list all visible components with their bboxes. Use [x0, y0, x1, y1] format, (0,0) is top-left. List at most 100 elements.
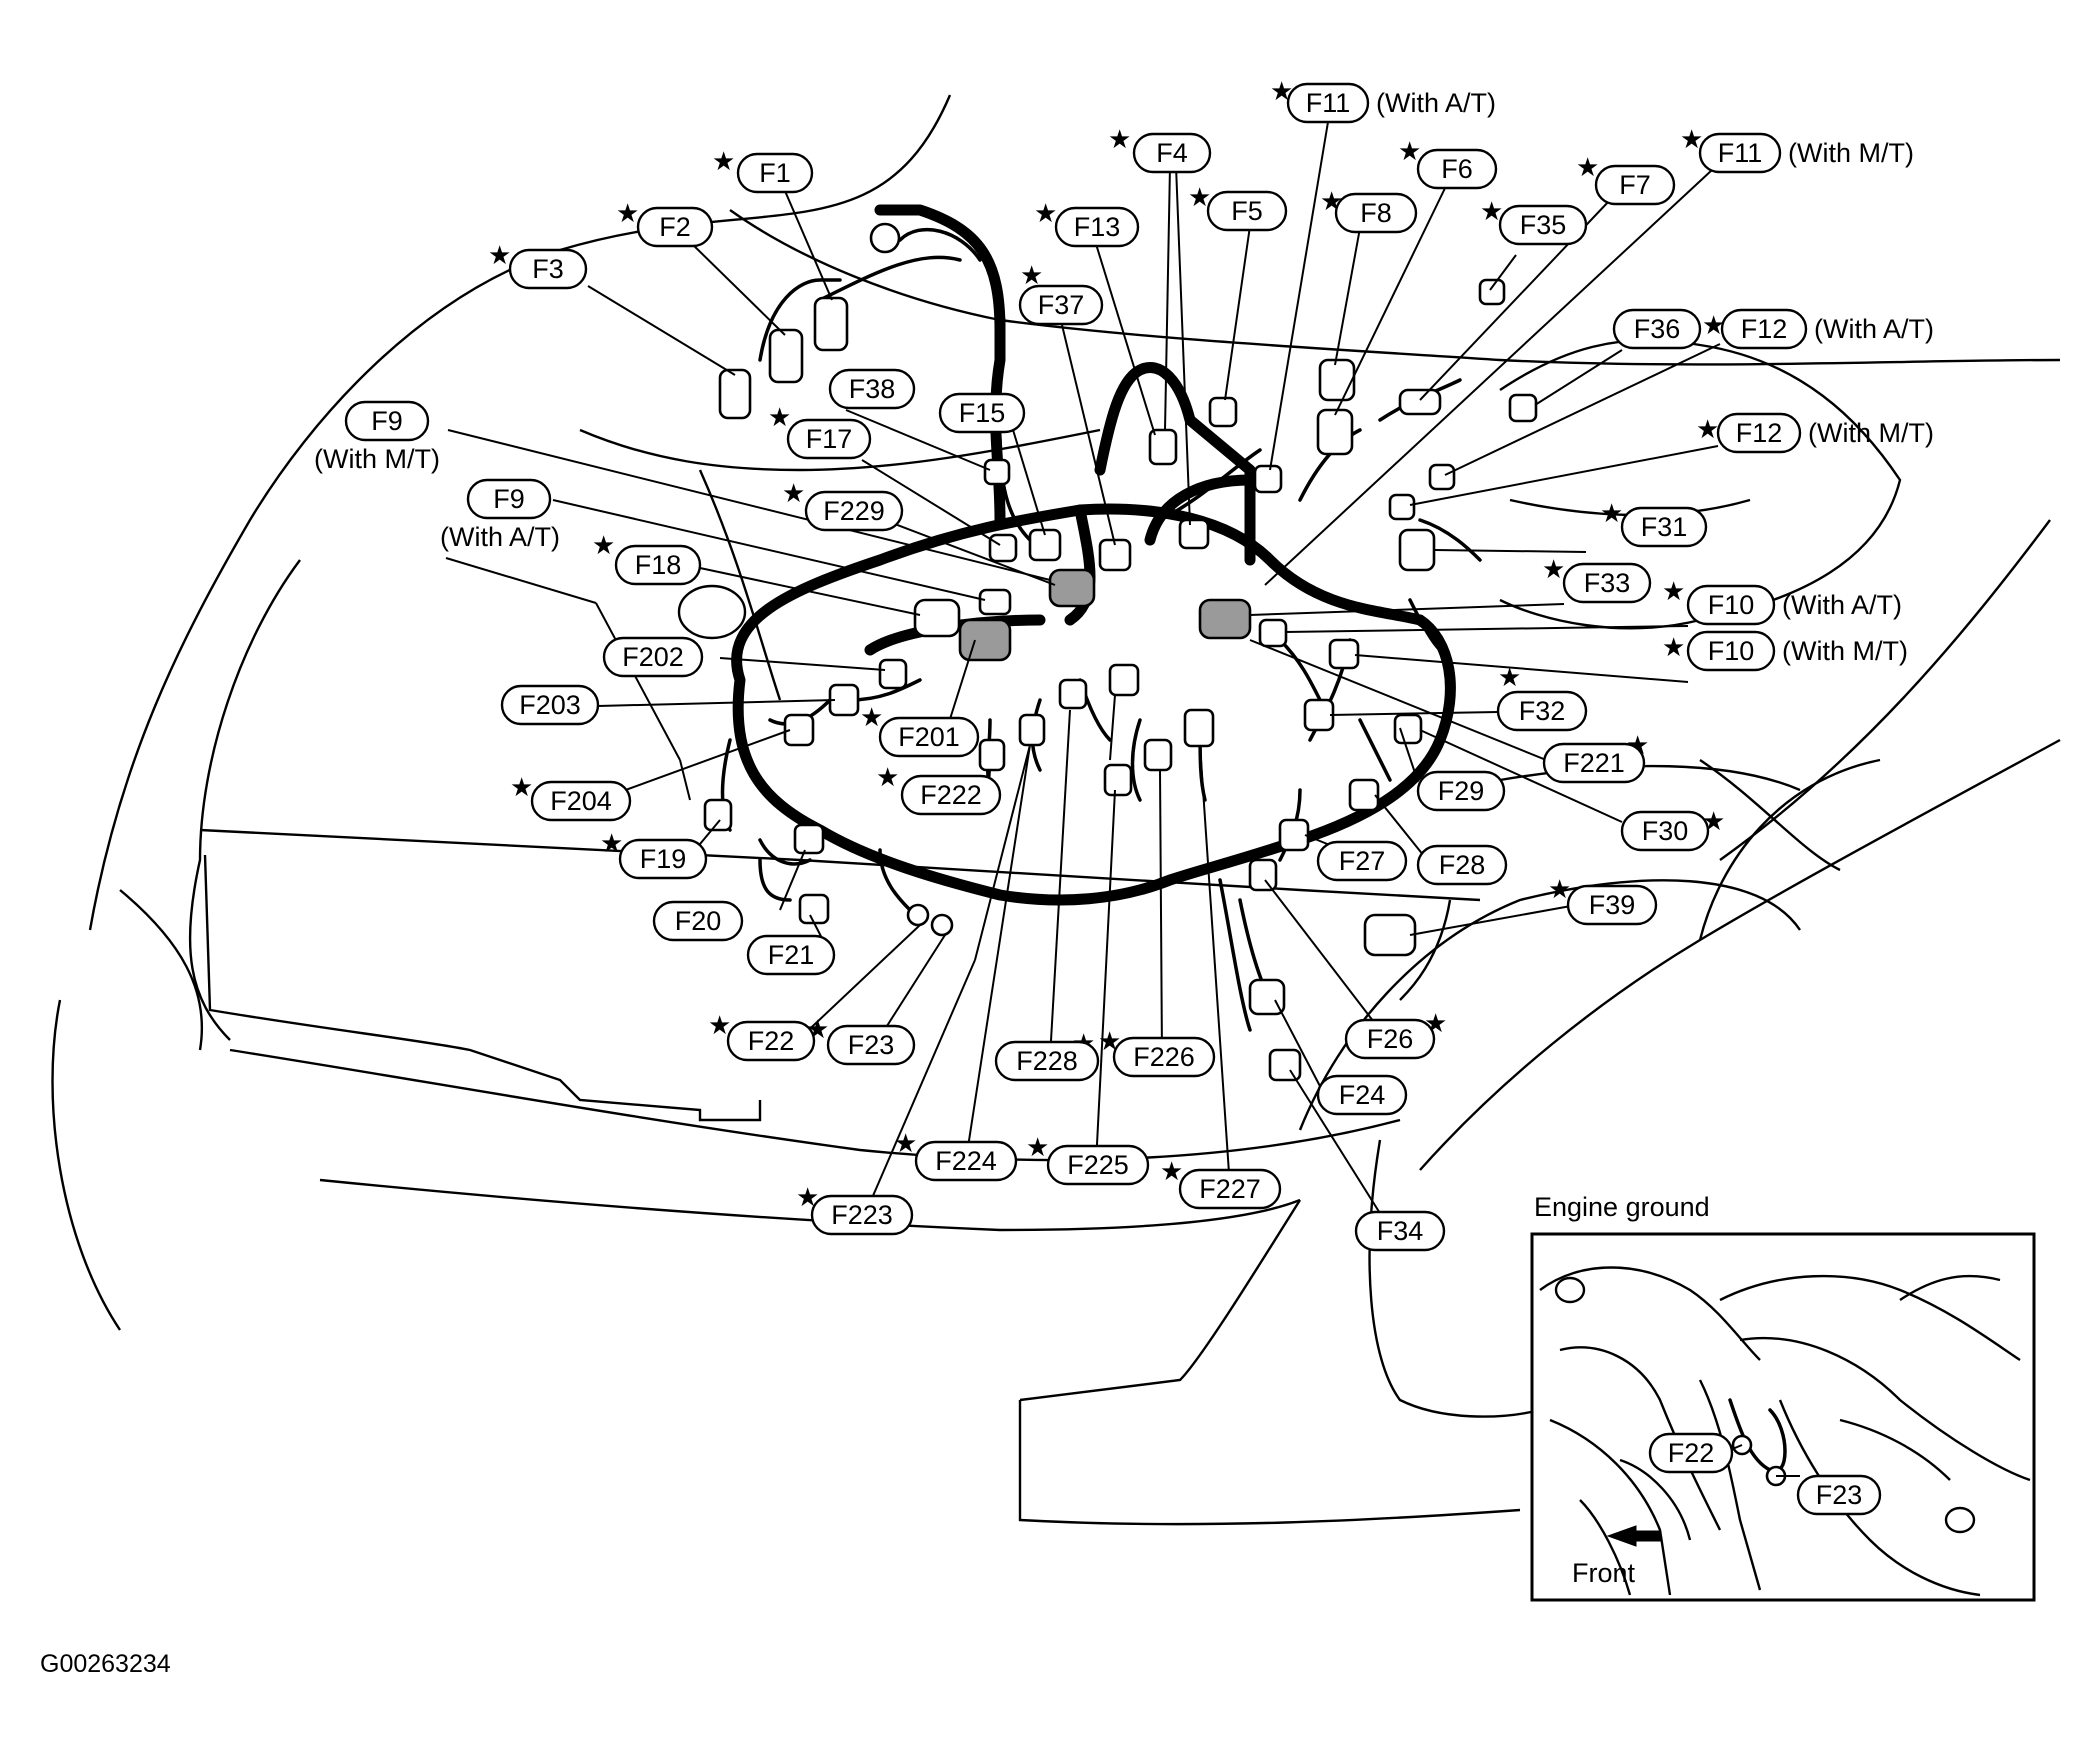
connector-f34-body	[1268, 1048, 1302, 1082]
svg-text:(With M/T): (With M/T)	[1782, 636, 1908, 666]
label-f9-mt: F9(With M/T)	[314, 400, 440, 474]
label-f223: F223	[810, 1194, 914, 1236]
label-f24: F24	[1316, 1074, 1408, 1116]
connector-f6-body	[1316, 408, 1354, 456]
star-marker: ★	[860, 703, 883, 733]
star-marker: ★	[1020, 261, 1043, 291]
label-f22: F22	[726, 1020, 816, 1062]
svg-text:F21: F21	[768, 940, 815, 970]
svg-text:F2: F2	[659, 212, 691, 242]
svg-text:(With A/T): (With A/T)	[1376, 88, 1496, 118]
svg-text:F228: F228	[1016, 1046, 1078, 1076]
svg-text:F30: F30	[1642, 816, 1689, 846]
label-f15: F15	[938, 392, 1026, 434]
star-marker: ★	[1600, 499, 1623, 529]
svg-text:F221: F221	[1563, 748, 1625, 778]
label-f3: F3	[508, 248, 588, 290]
star-marker: ★	[1696, 415, 1719, 445]
svg-text:F19: F19	[640, 844, 687, 874]
label-f203: F203	[500, 684, 600, 726]
connector-f8-body	[1318, 358, 1356, 402]
svg-text:F9: F9	[493, 484, 525, 514]
label-f18: F18	[614, 544, 702, 586]
connector-f201-body	[958, 618, 1012, 662]
label-f12-at: F12(With A/T)	[1720, 308, 1934, 350]
star-marker: ★	[894, 1129, 917, 1159]
front-arrow-icon	[1606, 1525, 1661, 1547]
label-f1: F1	[736, 152, 814, 194]
svg-text:F10: F10	[1708, 636, 1755, 666]
label-f5: F5	[1206, 190, 1288, 232]
svg-text:F203: F203	[519, 690, 581, 720]
svg-text:F20: F20	[675, 906, 722, 936]
label-f229: F229	[804, 490, 904, 532]
star-marker: ★	[1480, 197, 1503, 227]
star-marker: ★	[876, 763, 899, 793]
engine-ground-inset: Engine ground F22 F23 Front	[1530, 1192, 2036, 1602]
label-f29: F29	[1416, 770, 1506, 812]
star-marker: ★	[1498, 663, 1521, 693]
star-markers: ★ ★ ★ ★ ★ ★ ★ ★ ★ ★ ★ ★ ★ ★ ★ ★ ★ ★ ★ ★ …	[488, 77, 1725, 1213]
star-marker: ★	[1160, 1157, 1183, 1187]
connector-f21-body	[798, 893, 830, 925]
connector-f2-body	[768, 328, 804, 384]
star-marker: ★	[712, 147, 735, 177]
star-marker: ★	[510, 773, 533, 803]
connector-f5-body	[1208, 396, 1238, 428]
star-marker: ★	[1548, 875, 1571, 905]
connector-f19-body	[703, 798, 733, 832]
inset-front-label: Front	[1572, 1558, 1636, 1588]
connector-f29-body	[1393, 713, 1423, 745]
star-marker: ★	[768, 403, 791, 433]
label-f31: F31	[1620, 506, 1708, 548]
label-f27: F27	[1316, 840, 1408, 882]
connector-labels: F1 F2 F3 F11(With A/T) F4 F5 F6 F7 F11(W…	[314, 82, 1934, 1252]
svg-text:F12: F12	[1741, 314, 1788, 344]
inset-label-f22: F22	[1648, 1432, 1734, 1474]
connector-f15-body	[1028, 528, 1062, 562]
label-f12-mt: F12(With M/T)	[1716, 412, 1934, 454]
label-f227: F227	[1178, 1168, 1282, 1210]
svg-text:F8: F8	[1360, 198, 1392, 228]
connector-f1-body	[813, 296, 849, 352]
connector-f204-body	[783, 713, 815, 747]
svg-text:F223: F223	[831, 1200, 893, 1230]
label-f222: F222	[900, 774, 1002, 816]
star-marker: ★	[1542, 555, 1565, 585]
inset-title: Engine ground	[1534, 1192, 1710, 1222]
connector-f39-body	[1363, 913, 1417, 957]
svg-text:F32: F32	[1519, 696, 1566, 726]
label-f13: F13	[1054, 206, 1140, 248]
svg-text:F202: F202	[622, 642, 684, 672]
label-f2: F2	[636, 206, 714, 248]
star-marker: ★	[1662, 633, 1685, 663]
label-f23: F23	[826, 1024, 916, 1066]
connector-f24-body	[1248, 978, 1286, 1016]
label-f30: F30	[1620, 810, 1710, 852]
star-marker: ★	[1576, 153, 1599, 183]
svg-text:F225: F225	[1067, 1150, 1129, 1180]
connector-f225-body	[1103, 763, 1133, 797]
svg-text:F22: F22	[748, 1026, 795, 1056]
svg-text:F27: F27	[1339, 846, 1386, 876]
connector-f4-body	[1178, 518, 1210, 550]
svg-text:F1: F1	[759, 158, 791, 188]
label-f35: F35	[1498, 204, 1588, 246]
connector-f33-body	[1198, 598, 1252, 640]
connector-f227-body	[1183, 708, 1215, 748]
connector-f202-body	[878, 658, 908, 690]
connector-f26-body	[1248, 858, 1278, 892]
connector-f35-body	[1478, 278, 1506, 306]
label-f19: F19	[618, 838, 708, 880]
svg-text:F226: F226	[1133, 1042, 1195, 1072]
svg-text:F5: F5	[1231, 196, 1263, 226]
star-marker: ★	[592, 531, 615, 561]
star-marker: ★	[1702, 311, 1725, 341]
label-f201: F201	[878, 716, 980, 758]
figure-code: G00263234	[40, 1650, 171, 1678]
star-marker: ★	[488, 241, 511, 271]
star-marker: ★	[1026, 1133, 1049, 1163]
connector-f12mt-body	[1388, 493, 1416, 521]
svg-text:(With A/T): (With A/T)	[1782, 590, 1902, 620]
